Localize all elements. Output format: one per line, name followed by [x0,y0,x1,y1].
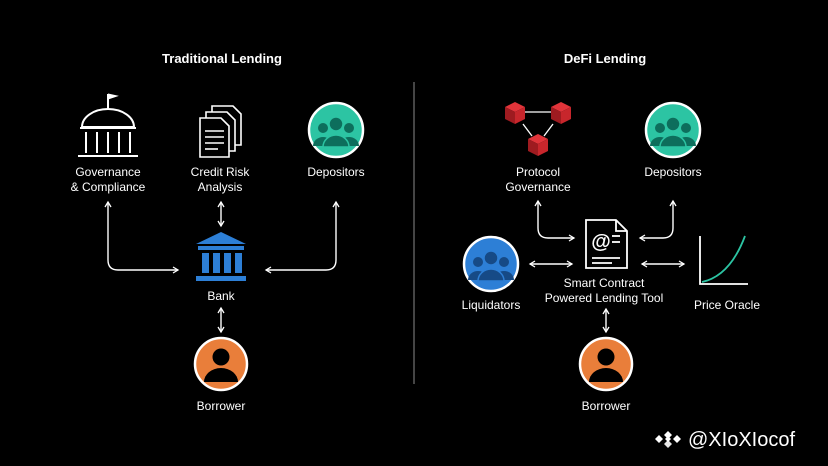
group-icon [307,101,365,159]
depositors-label: Depositors [307,165,364,179]
curve-chart-icon [699,235,748,285]
defi-lending-title: DeFi Lending [564,51,646,66]
traditional-lending-title: Traditional Lending [162,51,282,66]
borrower-label: Borrower [197,399,246,413]
arrow-governance-bank [104,200,180,274]
liquidators-label: Liquidators [462,298,521,312]
group-icon [644,101,702,159]
protocol-label-line1: Protocol [516,165,560,179]
blockchain-cubes-icon [505,102,571,156]
person-icon [578,336,634,392]
credit-risk-label-line2: Analysis [198,180,243,194]
arrow-depositors-contract [638,199,677,242]
protocol-label-line2: Governance [505,180,571,194]
watermark-handle: @XIoXIocof [688,429,795,451]
smart-contract-label-line2: Powered Lending Tool [545,291,664,305]
defi-borrower-label: Borrower [582,399,631,413]
credit-risk-label-line1: Credit Risk [191,165,251,179]
arrow-depositors-bank [264,200,340,274]
cube-right [551,102,571,124]
defi-depositors-label: Depositors [644,165,701,179]
bank-icon [196,232,246,281]
bank-label: Bank [207,289,235,303]
person-icon [193,336,249,392]
cube-left [505,102,525,124]
group-icon [462,235,520,293]
arrow-protocol-contract [534,199,576,242]
contract-document-icon [585,219,628,269]
binance-logo-icon [655,431,681,448]
cube-bottom [528,134,548,156]
price-oracle-label: Price Oracle [694,298,760,312]
government-building-icon [78,93,138,157]
governance-label-line1: Governance [75,165,141,179]
documents-icon [199,105,242,158]
smart-contract-label-line1: Smart Contract [564,276,645,290]
governance-label-line2: & Compliance [71,180,146,194]
at-sign-icon: @ [591,231,611,253]
